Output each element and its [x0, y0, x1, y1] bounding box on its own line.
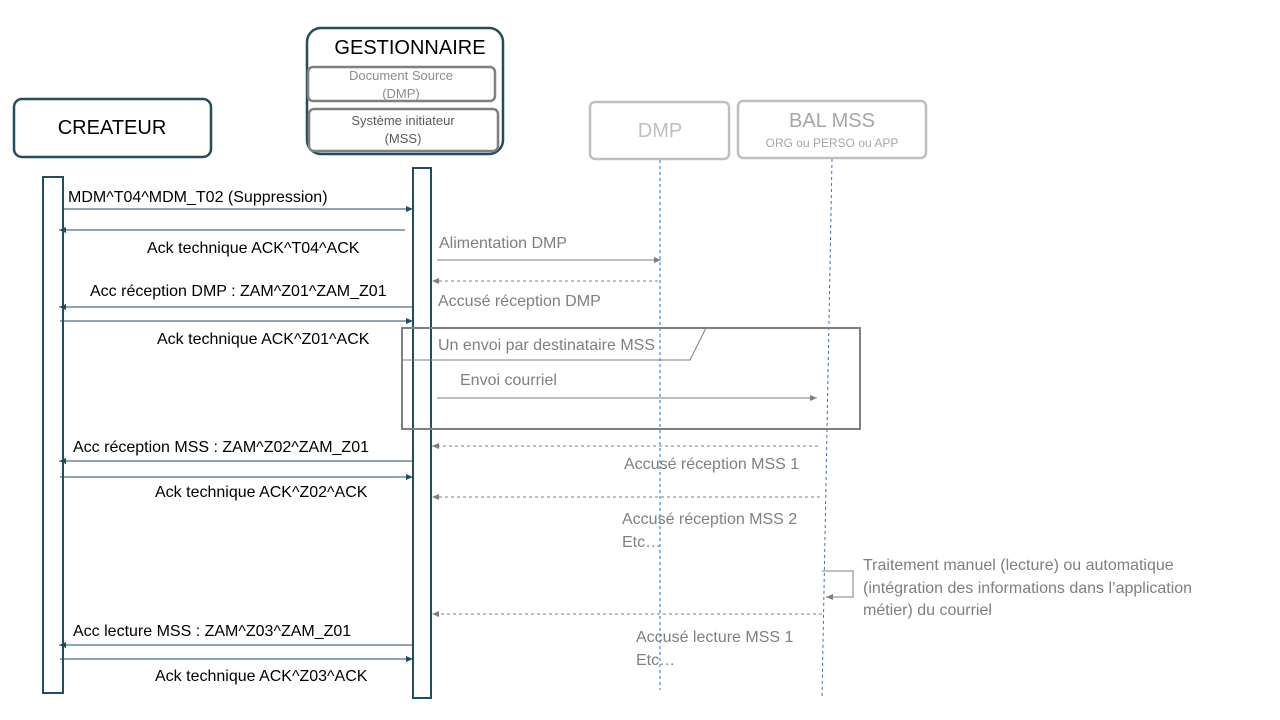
createur-actor-label: CREATEUR — [58, 117, 167, 139]
dmp-actor-label: DMP — [638, 120, 682, 142]
msg-ack-z01-label: Ack technique ACK^Z01^ACK — [157, 331, 370, 348]
msg-envoi-courriel-label: Envoi courriel — [460, 372, 557, 389]
document-source-label-2: (DMP) — [382, 86, 420, 101]
gestionnaire-activation-bar — [412, 167, 432, 699]
dmp-actor-box — [588, 100, 731, 161]
msg-traitement-label-2: (intégration des informations dans l’app… — [863, 580, 1192, 597]
msg-acc-lecture-mss-label: Acc lecture MSS : ZAM^Z03^ZAM_Z01 — [73, 623, 351, 640]
msg-accuse-mss1-label: Accusé réception MSS 1 — [624, 456, 799, 473]
loop-frame — [401, 327, 861, 430]
msg-ack-t04-label: Ack technique ACK^T04^ACK — [147, 240, 360, 257]
systeme-initiateur-box — [307, 107, 500, 153]
msg-accuse-lecture-label-2: Etc… — [636, 652, 675, 669]
systeme-initiateur-label-2: (MSS) — [385, 131, 422, 146]
msg-alimentation-dmp-label: Alimentation DMP — [439, 235, 567, 252]
gestionnaire-actor-label: GESTIONNAIRE — [334, 37, 485, 59]
loop-frame-tab — [402, 327, 707, 361]
msg-traitement-self-arrow — [822, 570, 854, 600]
msg-mdm-t04-label: MDM^T04^MDM_T02 (Suppression) — [68, 189, 328, 206]
loop-frame-label: Un envoi par destinataire MSS — [438, 337, 655, 354]
createur-actor-box — [12, 97, 213, 159]
bal-mss-actor-sublabel: ORG ou PERSO ou APP — [766, 136, 899, 150]
msg-traitement-label-3: métier) du courriel — [863, 602, 992, 619]
msg-ack-z02-label: Ack technique ACK^Z02^ACK — [155, 484, 368, 501]
msg-ack-z03-label: Ack technique ACK^Z03^ACK — [155, 668, 368, 685]
msg-accuse-lecture-label-1: Accusé lecture MSS 1 — [636, 629, 794, 646]
msg-accuse-mss2-label-1: Accusé réception MSS 2 — [622, 511, 797, 528]
msg-traitement-label-1: Traitement manuel (lecture) ou automatiq… — [863, 557, 1174, 574]
bal-mss-actor-box — [736, 99, 928, 160]
msg-accuse-dmp-label: Accusé réception DMP — [438, 293, 601, 310]
document-source-box — [306, 65, 497, 103]
createur-activation-bar — [42, 176, 64, 694]
bal-mss-actor-label: BAL MSS — [789, 110, 875, 132]
msg-acc-reception-dmp-label: Acc réception DMP : ZAM^Z01^ZAM_Z01 — [90, 283, 387, 300]
msg-acc-reception-mss-label: Acc réception MSS : ZAM^Z02^ZAM_Z01 — [73, 439, 369, 456]
msg-accuse-mss2-label-2: Etc… — [622, 534, 661, 551]
systeme-initiateur-label-1: Système initiateur — [351, 113, 455, 128]
document-source-label-1: Document Source — [349, 68, 453, 83]
